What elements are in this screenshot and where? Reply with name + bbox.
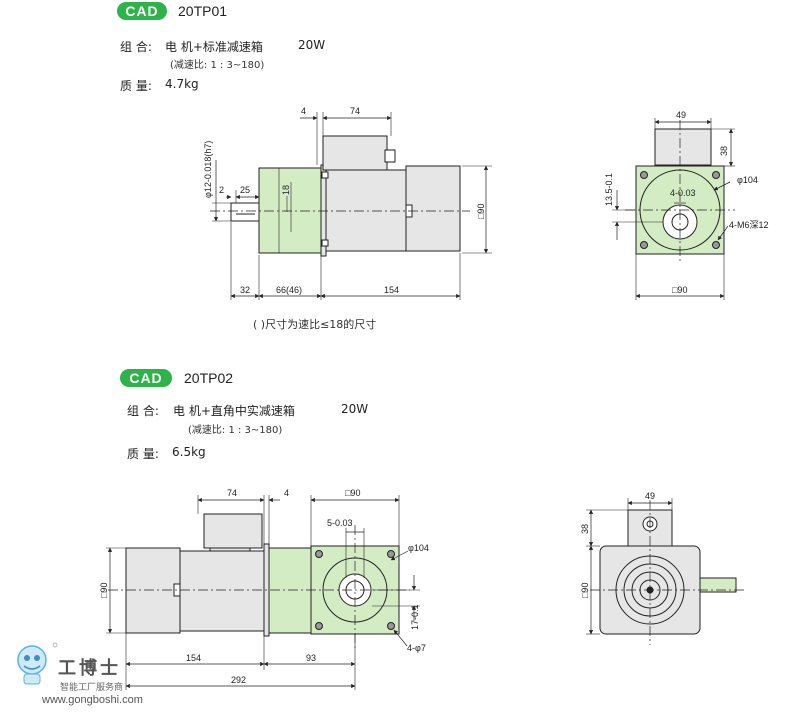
dim-66: 66(46) [276,285,302,295]
drawing-20tp02-side-labels: 74 4 □90 5-0.03 φ104 □90 17-0.1 4-φ7 154… [99,488,429,685]
watermark-slogan: 智能工厂服务商 [60,683,124,693]
dim-sq90-top-2: □90 [345,488,360,498]
drawing-20tp02-front [586,498,745,645]
dim-sq90-side: □90 [476,204,486,219]
ratio-note-1: ( )尺寸为速比≤18的尺寸 [253,318,377,331]
combo-label-1: 组 合: [120,40,152,54]
dim-292: 292 [231,675,246,685]
cad-badge-2[interactable]: CAD [120,369,172,387]
dim-m6: 4-M6深12 [729,220,769,230]
model-title-2: 20TP02 [184,370,234,386]
dim-38-front: 38 [719,146,729,156]
drawing-20tp01-front-labels: 49 38 φ104 4-M6深12 4-0.03 □90 13.5-0.1 [604,110,769,295]
drawing-20tp02-front-labels: 49 38 □90 [580,491,655,598]
power-1: 20W [298,38,326,52]
dim-phi12: φ12-0.018(h7) [203,141,213,198]
weight-label-2: 质 量: [127,447,159,461]
cad-badge-1[interactable]: CAD [117,2,167,20]
dim-phi104-front: φ104 [737,175,758,185]
dim-4-top-2: 4 [284,488,289,498]
dim-25: 25 [240,185,250,195]
dim-17: 17-0.1 [410,604,420,630]
combo-label-2: 组 合: [127,404,159,418]
weight-label-1: 质 量: [120,79,152,93]
model-title-1: 20TP01 [178,3,228,19]
dim-key4: 4-0.03 [670,188,696,198]
dim-hole: 4-φ7 [407,643,426,653]
weight-value-1: 4.7kg [165,77,199,91]
dim-93: 93 [306,653,316,663]
dim-sq90-front: □90 [672,285,687,295]
watermark-brand: 工博士 [58,658,121,679]
dim-18: 18 [281,185,291,195]
dim-sq90-front-2: □90 [580,583,590,598]
weight-value-2: 6.5kg [172,445,206,459]
dim-154-2: 154 [186,653,201,663]
dim-74-top: 74 [350,106,360,116]
dim-key5: 5-0.03 [327,518,353,528]
dim-74-top-2: 74 [227,488,237,498]
dim-49-front: 49 [676,110,686,120]
combo-value-2: 电 机+直角中实减速箱 [173,404,295,418]
drawing-20tp01-side [210,112,492,300]
drawing-20tp02-side [106,495,420,690]
dim-38-front-2: 38 [580,524,590,534]
robot-logo-icon [17,642,58,685]
watermark-url[interactable]: www.gongboshi.com [42,694,143,706]
dim-13-5: 13.5-0.1 [604,173,614,206]
dim-2: 2 [219,185,224,195]
drawing-20tp01-side-labels: 4 74 32 66(46) 154 2 25 18 φ12-0.018(h7)… [203,106,486,295]
ratio-1: (减速比: 1 : 3~180) [170,60,265,71]
power-2: 20W [341,402,369,416]
dim-4-top: 4 [301,106,306,116]
ratio-2: (减速比: 1 : 3~180) [188,425,283,436]
drawing-20tp01-front [612,118,735,300]
dim-49-front-2: 49 [645,491,655,501]
dim-32: 32 [240,285,250,295]
dim-154: 154 [384,285,399,295]
dim-sq90-left-2: □90 [99,583,109,598]
combo-value-1: 电 机+标准减速箱 [165,40,263,54]
dim-phi104-2: φ104 [408,543,429,553]
